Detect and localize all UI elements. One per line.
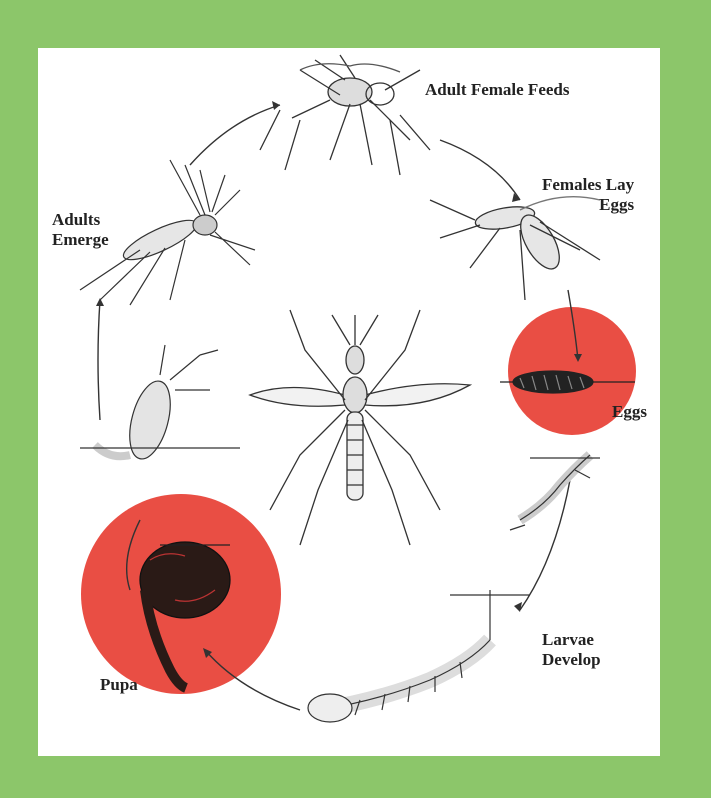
emerging-adult-illustration xyxy=(80,345,240,463)
stage-label-eggs: Eggs xyxy=(612,402,647,422)
stage-label-adult-female-feeds: Adult Female Feeds xyxy=(425,80,569,100)
central-adult-mosquito-illustration xyxy=(250,310,470,545)
stage-label-pupa: Pupa xyxy=(100,675,138,695)
young-larva-illustration xyxy=(510,455,600,530)
larva-illustration xyxy=(308,590,530,722)
stage-label-larvae-develop: Larvae Develop xyxy=(542,630,601,670)
adult-female-feeding-illustration xyxy=(260,55,430,175)
stage-label-females-lay-eggs: Females Lay Eggs xyxy=(542,175,634,215)
stage-label-adults-emerge: Adults Emerge xyxy=(52,210,109,250)
